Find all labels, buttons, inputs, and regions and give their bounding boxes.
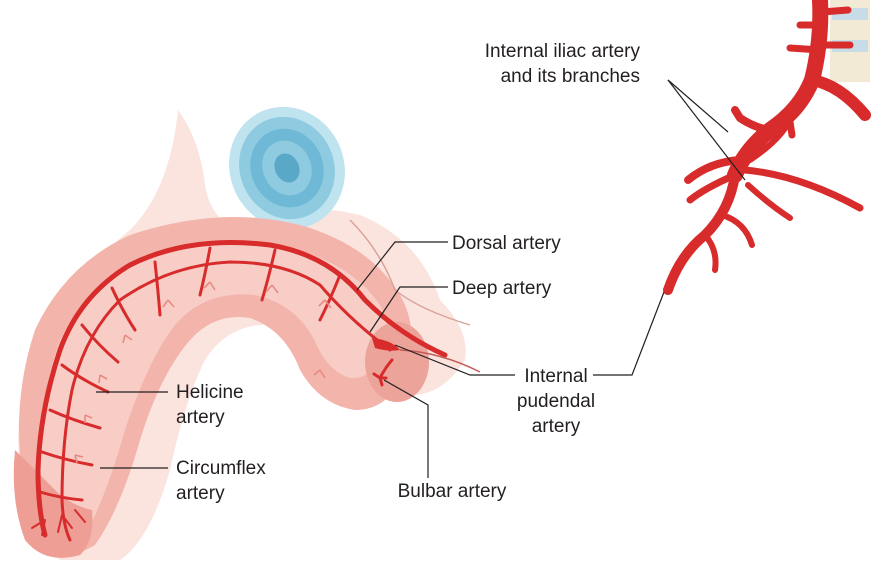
label-circumflex-line1: Circumflex (176, 458, 266, 479)
label-circumflex-line2: artery (176, 483, 225, 504)
label-internal-pudendal-line1: Internal (524, 366, 587, 387)
label-deep-artery: Deep artery (452, 278, 552, 299)
label-internal-pudendal-line2: pudendal (517, 391, 595, 412)
iliac-artery-tree (668, 0, 865, 290)
label-dorsal-artery: Dorsal artery (452, 233, 561, 254)
label-internal-pudendal-line3: artery (532, 416, 581, 437)
label-helicine-line1: Helicine (176, 382, 244, 403)
label-internal-iliac-line2: and its branches (501, 66, 640, 87)
label-internal-iliac-line1: Internal iliac artery (485, 41, 641, 62)
label-bulbar-artery: Bulbar artery (398, 481, 507, 502)
label-helicine-line2: artery (176, 407, 225, 428)
